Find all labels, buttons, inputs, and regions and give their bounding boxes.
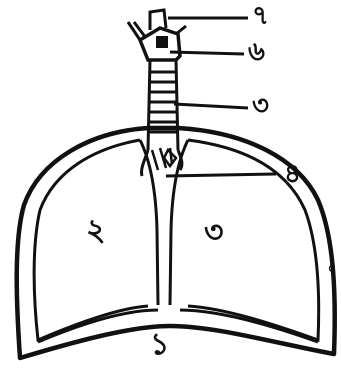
label-one: ১ bbox=[150, 327, 169, 362]
label-three: ৩ bbox=[252, 91, 269, 121]
label-six: ৬ bbox=[248, 37, 265, 67]
label-seven: ৭ bbox=[252, 1, 269, 31]
trachea-rings bbox=[149, 72, 177, 132]
label-three-right: ৩ bbox=[204, 215, 224, 250]
label-four: ৪ bbox=[284, 159, 301, 189]
label-two: ২ bbox=[86, 213, 106, 248]
label-five: ৫ bbox=[328, 261, 336, 275]
